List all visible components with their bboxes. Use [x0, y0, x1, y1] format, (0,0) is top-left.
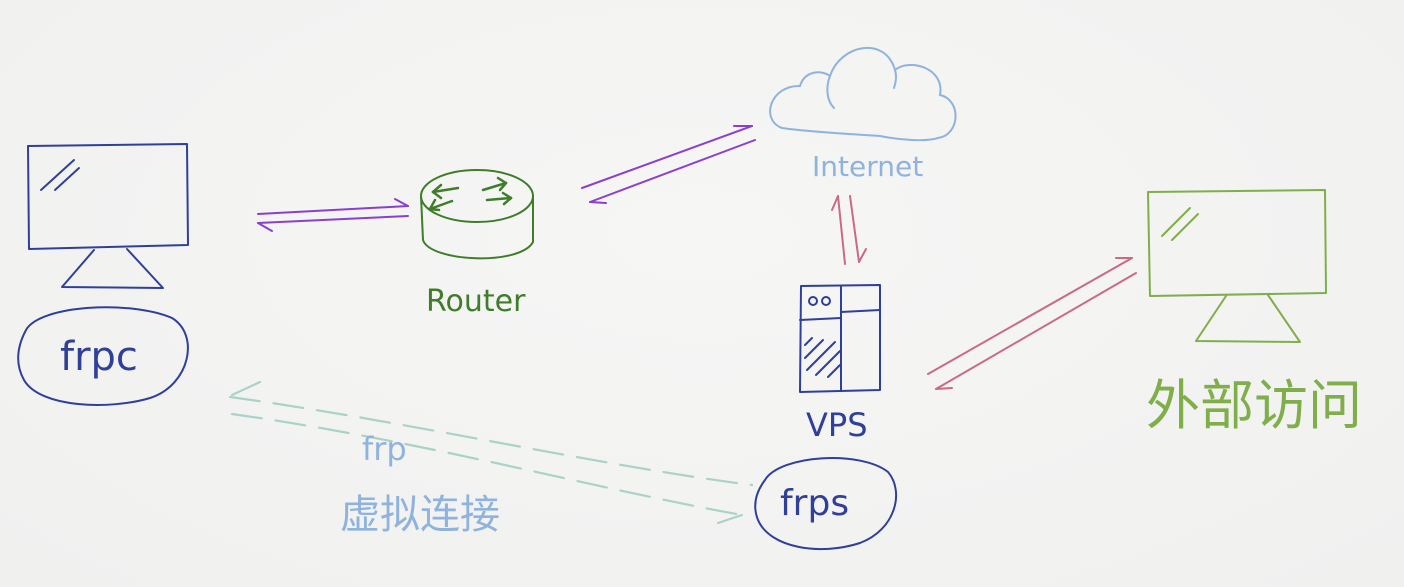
frps-badge: frps: [754, 457, 897, 551]
link-router-internet: [581, 125, 756, 204]
frp-virtual-link: [228, 395, 754, 517]
frpc-label: frpc: [60, 334, 138, 380]
frpc-host-monitor-icon: [27, 143, 189, 289]
vps-server-icon: [799, 284, 881, 393]
frps-label: frps: [780, 483, 849, 524]
link-internet-vps: [831, 195, 867, 265]
virtual-connection-label: 虚拟连接: [340, 492, 500, 538]
external-monitor-icon: [1147, 189, 1327, 343]
link-vps-external: [927, 257, 1137, 390]
internet-cloud-icon: [769, 46, 957, 142]
router-label: Router: [426, 284, 526, 319]
link-pc-router: [257, 198, 409, 232]
frp-virtual-link-heads: [230, 380, 744, 525]
internet-label: Internet: [812, 150, 923, 183]
frp-label: frp: [362, 430, 407, 468]
router-icon: [420, 169, 534, 260]
frpc-badge: frpc: [17, 306, 189, 406]
vps-label: VPS: [806, 406, 868, 444]
external-access-label: 外部访问: [1146, 374, 1362, 437]
